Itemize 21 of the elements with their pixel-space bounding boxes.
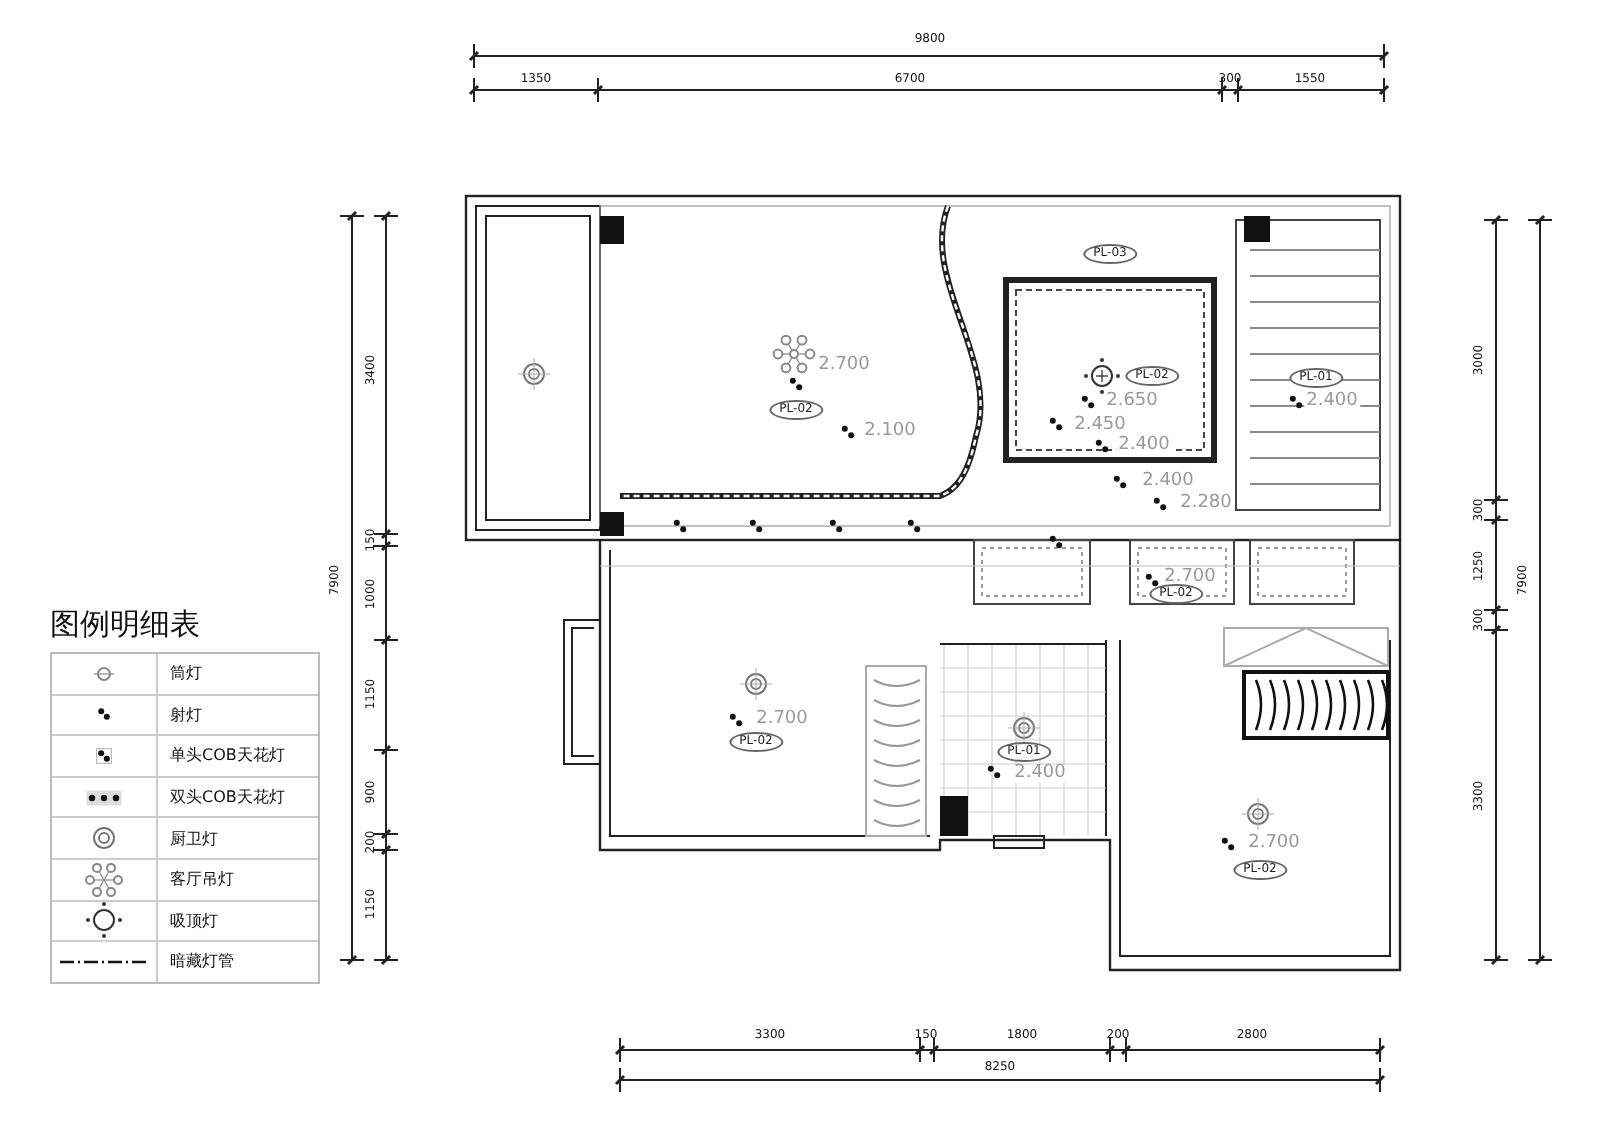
- ceiling-height-label: 2.450: [1072, 417, 1128, 435]
- legend-label: 吸顶灯: [168, 909, 218, 932]
- ceiling-height-label: 2.400: [1304, 393, 1360, 411]
- ceiling-height-label: 2.400: [1140, 473, 1196, 491]
- ceiling-height-label: 2.650: [1104, 393, 1160, 411]
- ceiling-height-label: 2.700: [1162, 569, 1218, 587]
- legend-label: 客厅吊灯: [168, 868, 234, 891]
- ceiling-height-label: 2.280: [1178, 495, 1234, 513]
- legend-label: 厨卫灯: [168, 827, 218, 850]
- legend-label: 暗藏灯管: [168, 950, 234, 973]
- legend-label: 射灯: [168, 703, 202, 726]
- ceiling-height-label: 2.100: [862, 423, 918, 441]
- legend-title: 图例明细表: [50, 610, 200, 640]
- ceiling-height-label: 2.700: [1246, 835, 1302, 853]
- ceiling-height-label: 2.400: [1116, 437, 1172, 455]
- ceiling-height-label: 2.700: [754, 711, 810, 729]
- ceiling-height-label: 2.400: [1012, 765, 1068, 783]
- legend-label: 双头COB天花灯: [168, 786, 285, 809]
- legend-label: 单头COB天花灯: [168, 744, 285, 767]
- ceiling-height-label: 2.700: [816, 357, 872, 375]
- legend-label: 筒灯: [168, 662, 202, 685]
